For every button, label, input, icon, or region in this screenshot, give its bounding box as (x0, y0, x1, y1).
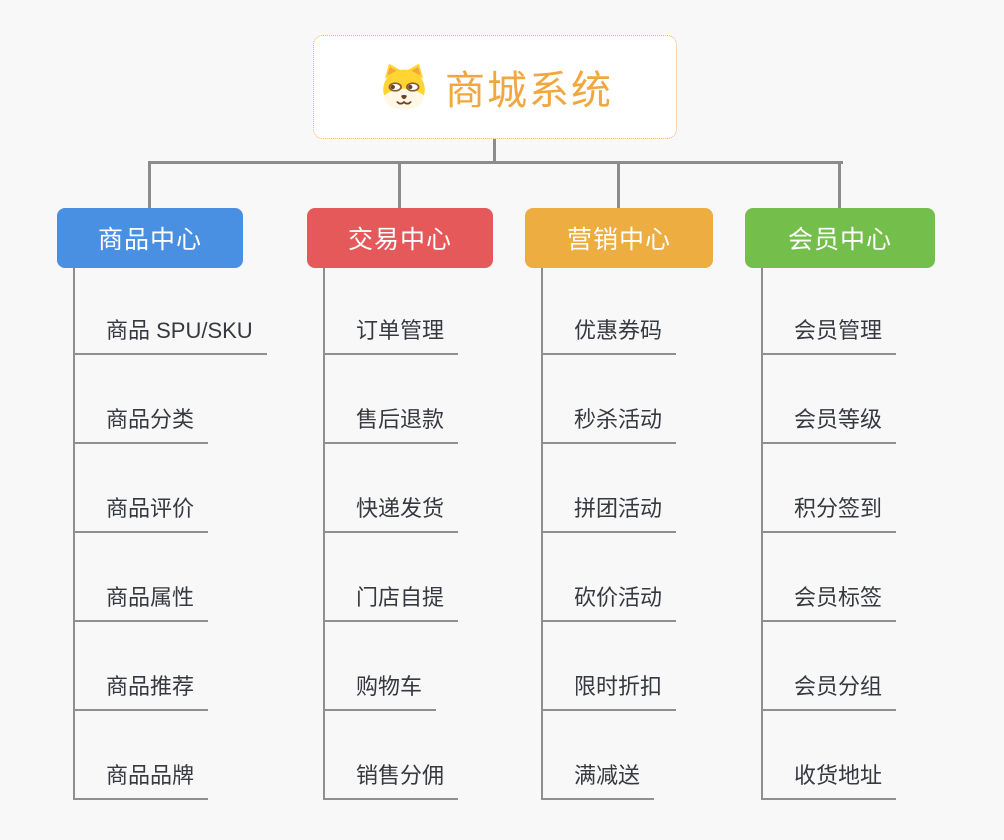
item-express-shipping[interactable]: 快递发货 (323, 495, 459, 533)
connector-drop-product (148, 161, 151, 209)
item-coupon-code[interactable]: 优惠券码 (541, 317, 677, 355)
branch-node-member-center[interactable]: 会员中心 (745, 208, 935, 268)
root-node-mall-system[interactable]: 商城系统 (313, 35, 677, 139)
item-shopping-cart[interactable]: 购物车 (323, 673, 437, 711)
item-shipping-address[interactable]: 收货地址 (761, 762, 897, 800)
item-full-reduction[interactable]: 满减送 (541, 762, 655, 800)
item-list-product-center: 商品 SPU/SKU 商品分类 商品评价 商品属性 商品推荐 商品品牌 (73, 317, 267, 800)
item-flash-sale[interactable]: 秒杀活动 (541, 406, 677, 444)
item-member-group[interactable]: 会员分组 (761, 673, 897, 711)
branch-node-trade-center[interactable]: 交易中心 (307, 208, 493, 268)
item-product-category[interactable]: 商品分类 (73, 406, 209, 444)
root-title: 商城系统 (445, 69, 613, 113)
item-bargain-activity[interactable]: 砍价活动 (541, 584, 677, 622)
item-member-tag[interactable]: 会员标签 (761, 584, 897, 622)
trunk-product-center (73, 268, 75, 800)
item-aftersale-refund[interactable]: 售后退款 (323, 406, 459, 444)
branch-node-marketing-center[interactable]: 营销中心 (525, 208, 713, 268)
item-member-management[interactable]: 会员管理 (761, 317, 897, 355)
item-product-brand[interactable]: 商品品牌 (73, 762, 209, 800)
item-member-level[interactable]: 会员等级 (761, 406, 897, 444)
connector-drop-marketing (617, 161, 620, 209)
item-limited-time-discount[interactable]: 限时折扣 (541, 673, 677, 711)
connector-horizontal-rail (149, 161, 843, 164)
item-product-attribute[interactable]: 商品属性 (73, 584, 209, 622)
branch-node-product-center[interactable]: 商品中心 (57, 208, 243, 268)
item-list-marketing-center: 优惠券码 秒杀活动 拼团活动 砍价活动 限时折扣 满减送 (541, 317, 677, 800)
item-points-checkin[interactable]: 积分签到 (761, 495, 897, 533)
item-group-buy[interactable]: 拼团活动 (541, 495, 677, 533)
item-product-spu-sku[interactable]: 商品 SPU/SKU (73, 317, 267, 355)
trunk-trade-center (323, 268, 325, 800)
item-order-management[interactable]: 订单管理 (323, 317, 459, 355)
item-list-trade-center: 订单管理 售后退款 快递发货 门店自提 购物车 销售分佣 (323, 317, 459, 800)
item-store-pickup[interactable]: 门店自提 (323, 584, 459, 622)
item-list-member-center: 会员管理 会员等级 积分签到 会员标签 会员分组 收货地址 (761, 317, 897, 800)
trunk-member-center (761, 268, 763, 800)
item-product-review[interactable]: 商品评价 (73, 495, 209, 533)
trunk-marketing-center (541, 268, 543, 800)
item-sales-commission[interactable]: 销售分佣 (323, 762, 459, 800)
connector-root-stub (493, 139, 496, 163)
connector-drop-trade (398, 161, 401, 209)
shiba-dog-icon (383, 63, 425, 110)
item-product-recommend[interactable]: 商品推荐 (73, 673, 209, 711)
connector-drop-member (838, 161, 841, 209)
